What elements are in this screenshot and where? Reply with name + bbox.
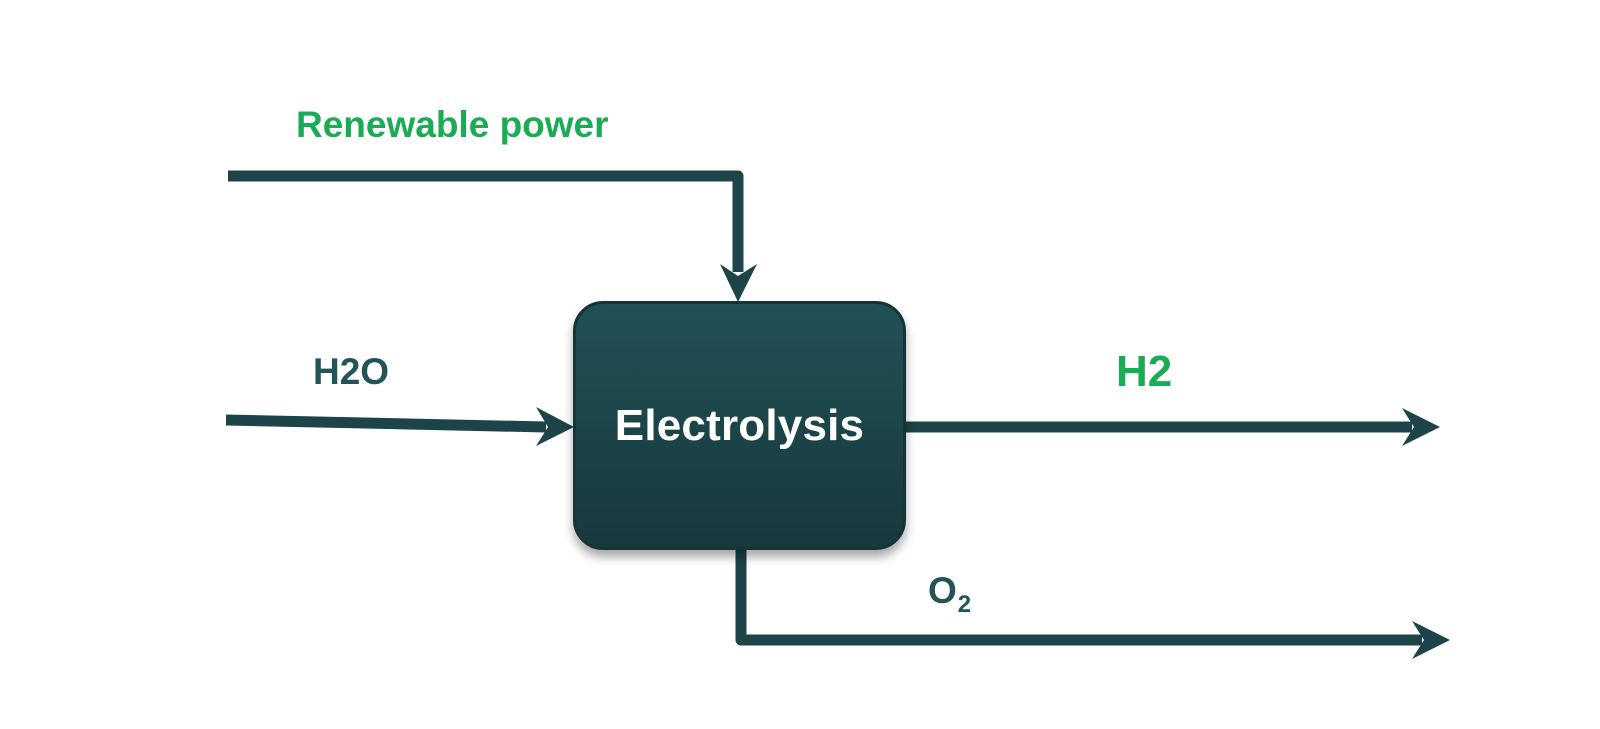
water-label: H2O [313, 351, 390, 392]
hydrogen-arrowhead [1402, 408, 1440, 446]
process-label: Electrolysis [614, 400, 865, 450]
electrolysis-process-box: Electrolysis [573, 301, 906, 550]
renewable-power-arrowhead [720, 264, 757, 302]
oxygen-symbol: O [928, 570, 957, 611]
oxygen-arrowhead [1412, 621, 1450, 659]
hydrogen-label: H2 [1116, 347, 1173, 396]
oxygen-subscript: 2 [957, 591, 972, 618]
oxygen-label: O2 [928, 570, 971, 617]
renewable-power-flow-line [228, 170, 744, 272]
water-arrowhead [536, 407, 574, 446]
oxygen-flow-line [735, 550, 1422, 646]
renewable-power-label: Renewable power [296, 104, 609, 145]
water-flow-line [225, 414, 547, 433]
